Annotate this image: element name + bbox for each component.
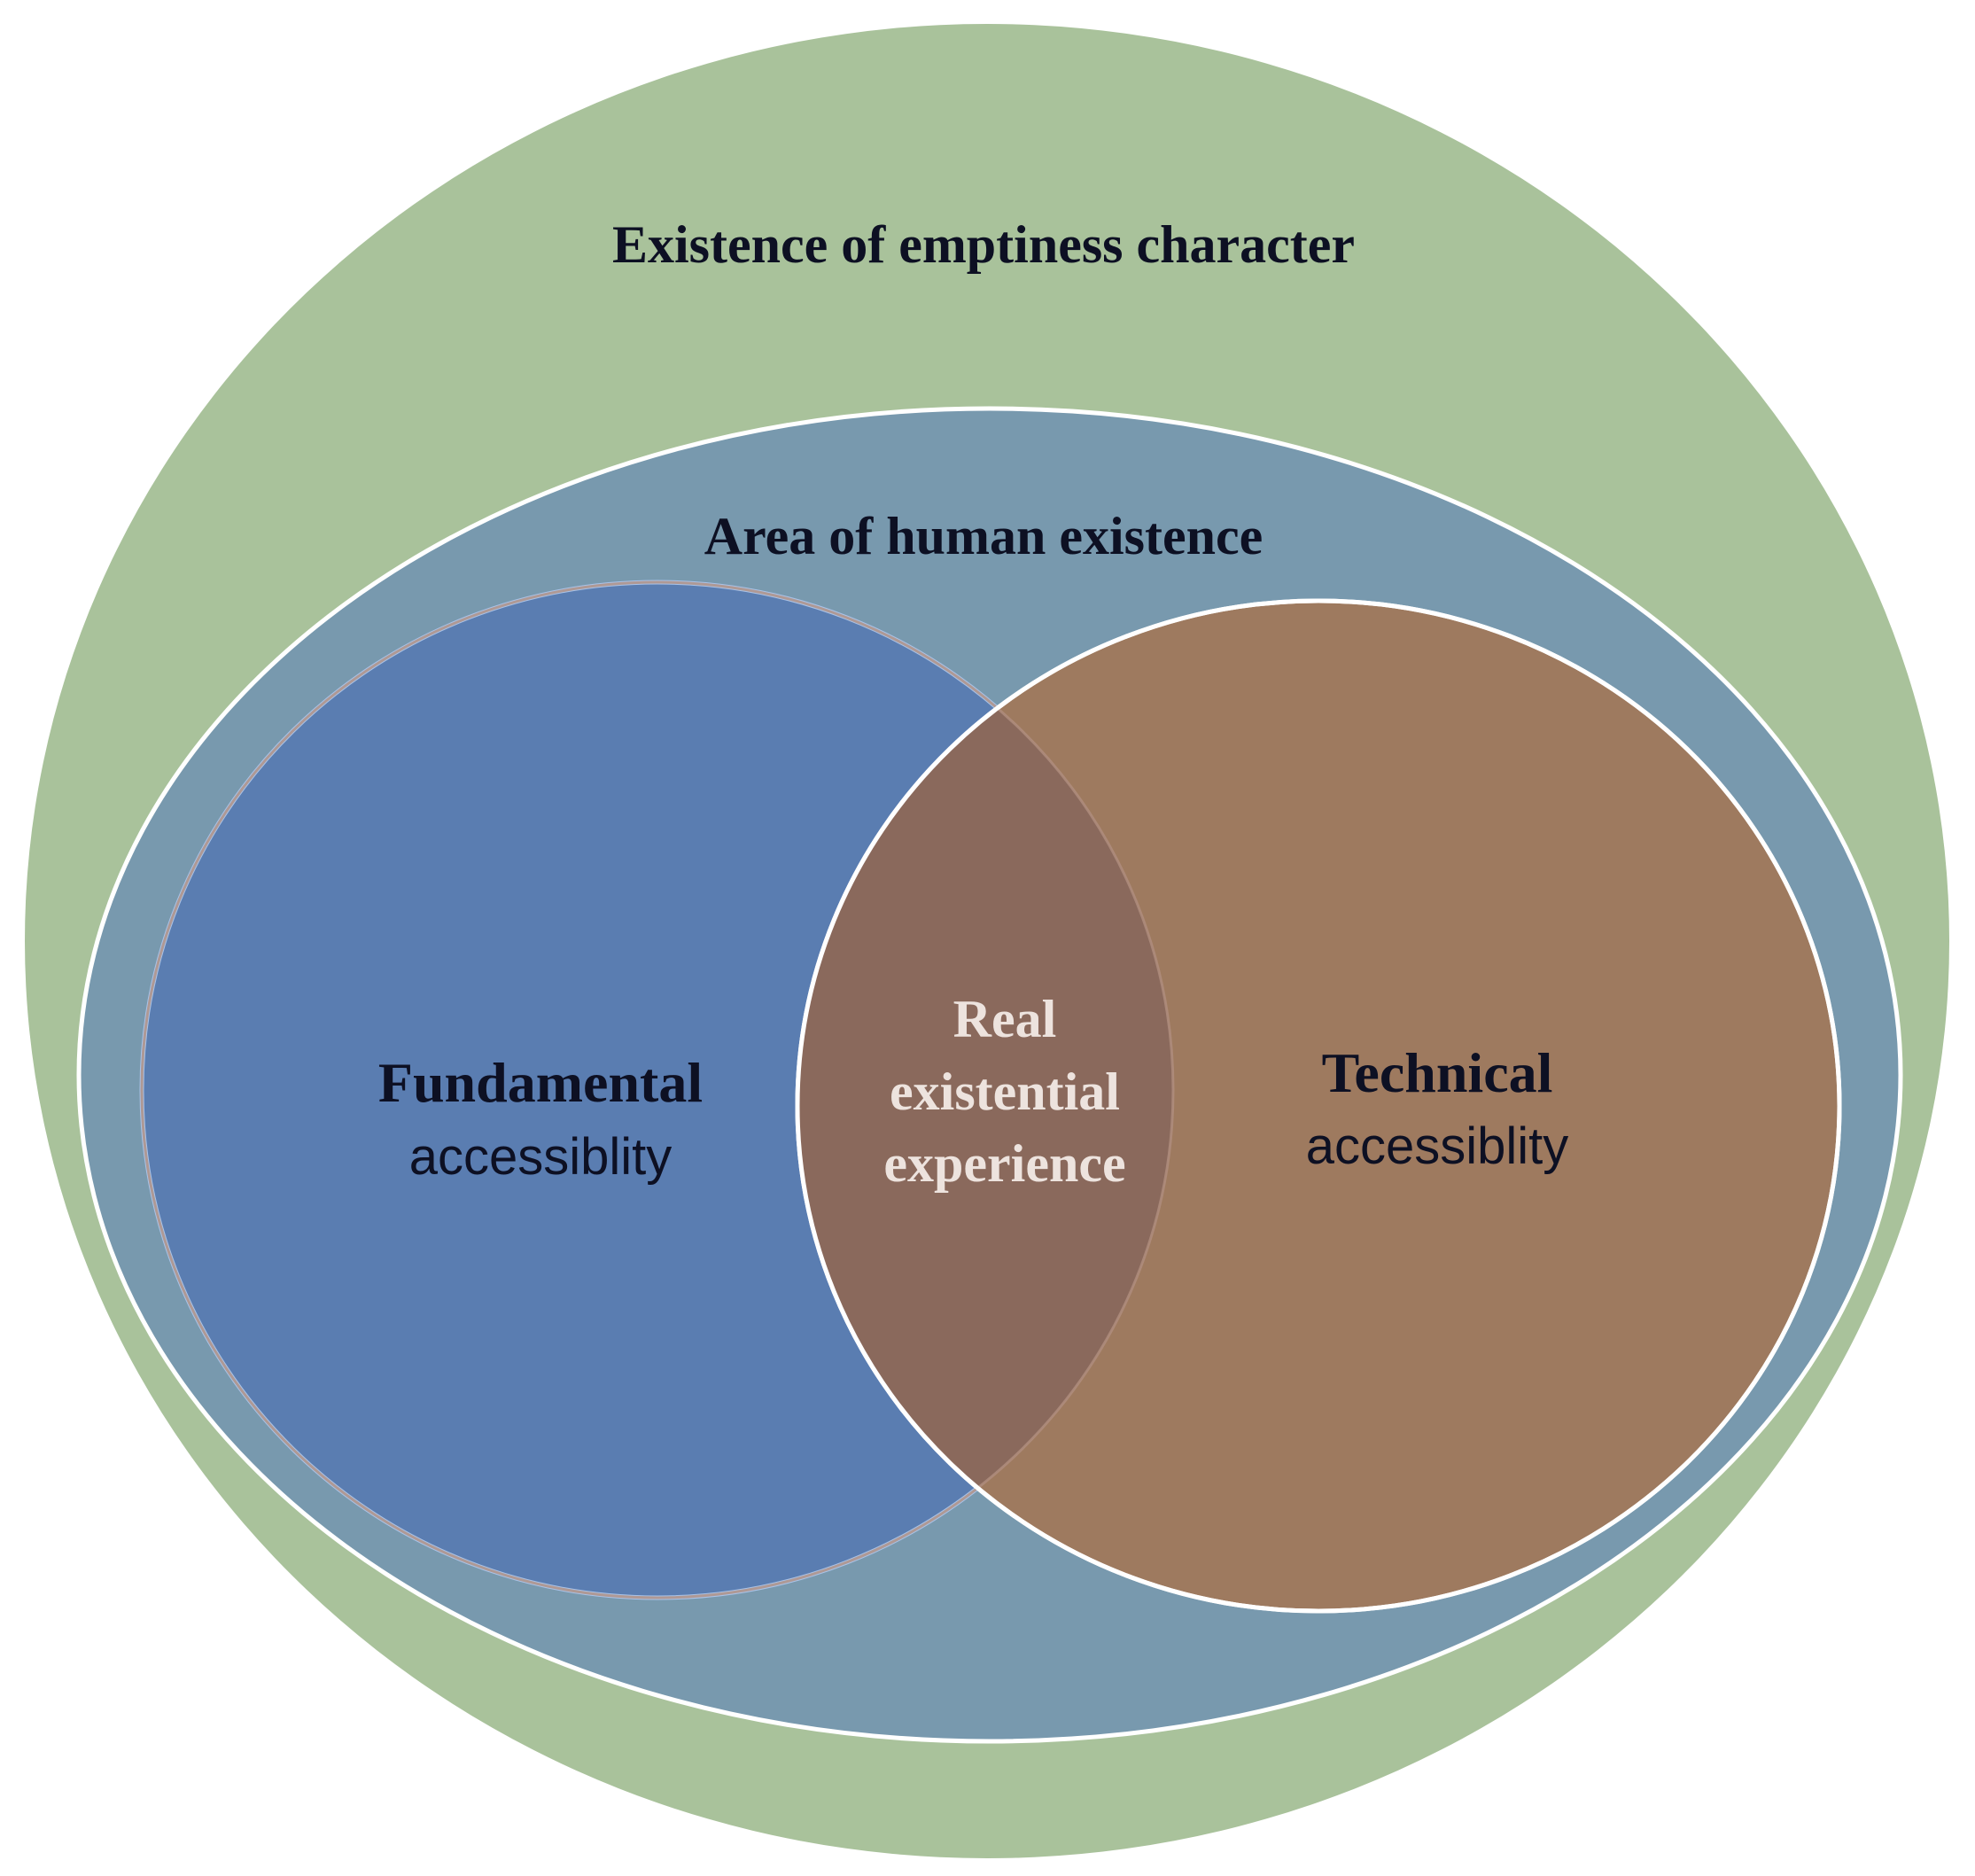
left-label-line2: accessiblity — [409, 1128, 673, 1186]
right-label-line1: Technical — [1322, 1041, 1553, 1104]
right-circle-outline — [795, 598, 1842, 1614]
right-label-line2: accessiblity — [1306, 1117, 1569, 1175]
intersection-label-line2: existential — [890, 1063, 1120, 1121]
intersection-label-line1: Real — [953, 990, 1057, 1048]
inner-label: Area of human existence — [704, 507, 1263, 565]
outer-label: Existence of emptiness character — [612, 215, 1355, 274]
intersection-label-line3: experience — [883, 1134, 1125, 1193]
left-circle-inner-outline — [140, 580, 1175, 1600]
intersection-region — [797, 601, 1173, 1598]
left-label-line1: Fundamental — [378, 1051, 703, 1114]
